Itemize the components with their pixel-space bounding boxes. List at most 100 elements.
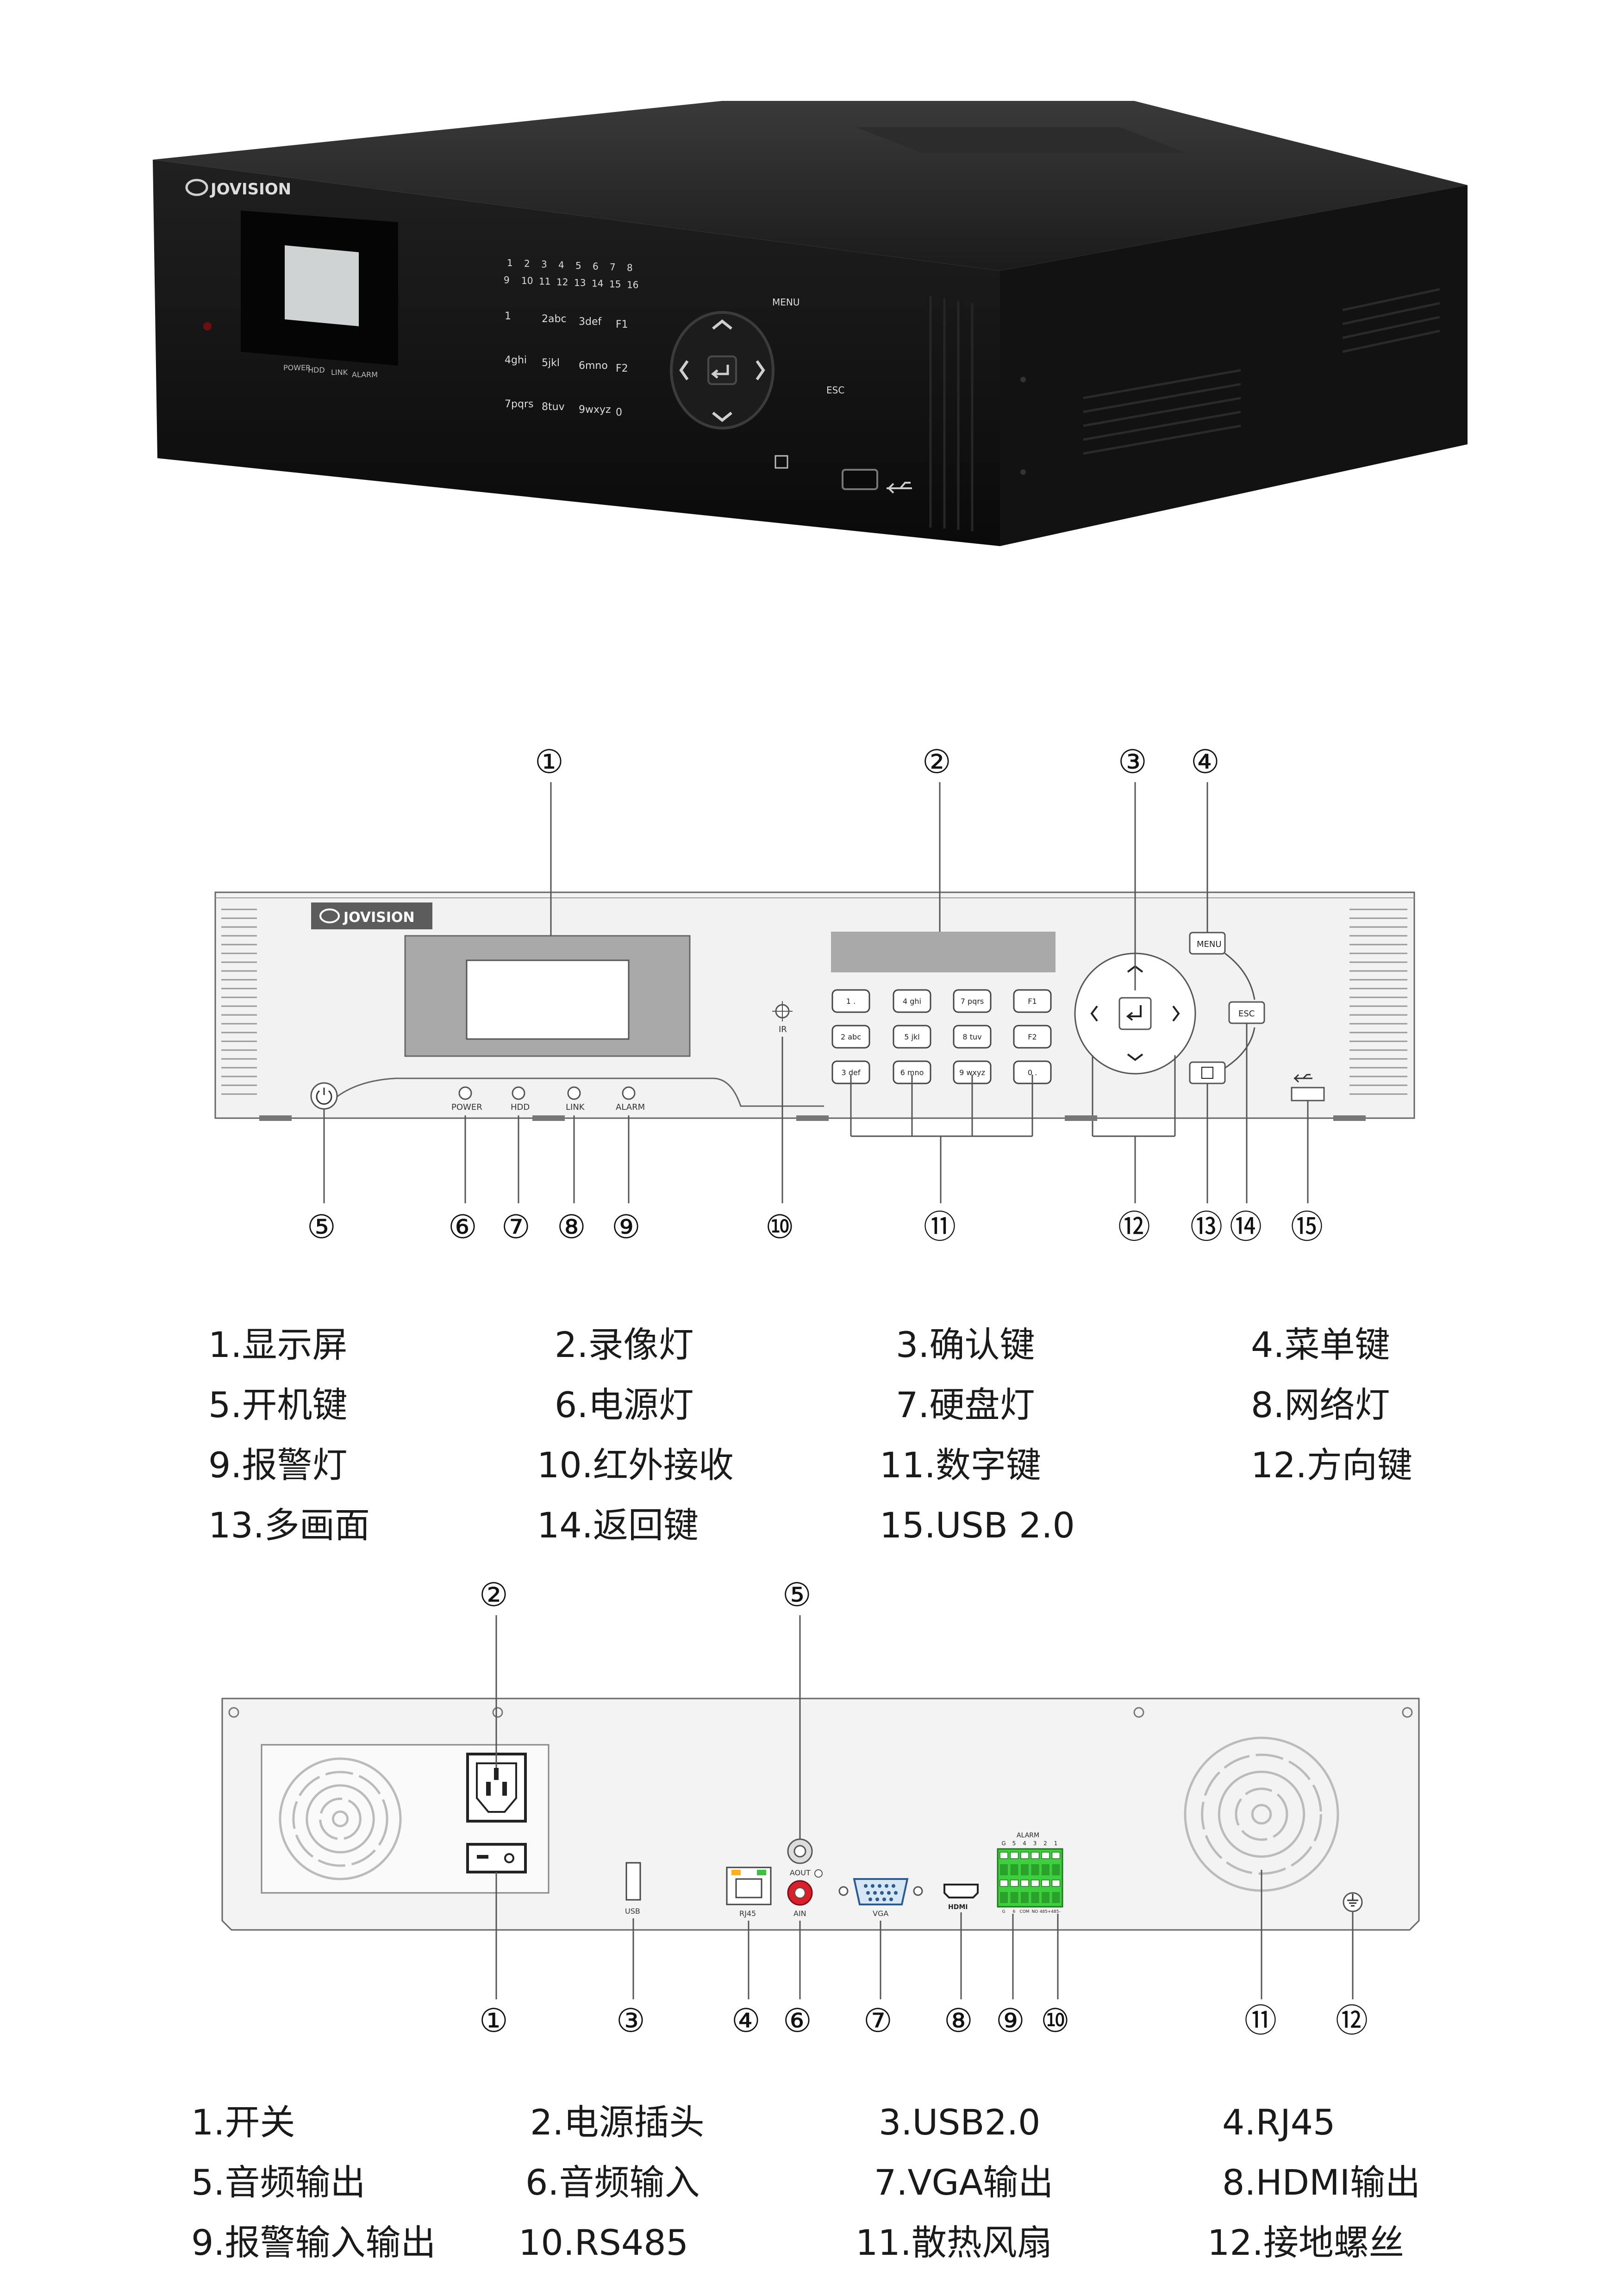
photo-lcd-screen — [285, 245, 359, 326]
keypad-label: 1 — [505, 311, 511, 322]
photo-esc-label: ESC — [826, 385, 844, 396]
channel-number: 5 — [575, 260, 581, 271]
alarm-pin-label: 6 — [1013, 1910, 1016, 1914]
svg-text:HDD: HDD — [308, 366, 325, 374]
rear-legend-item: 1.开关 — [191, 2102, 295, 2143]
keypad-key-label: 2 abc — [841, 1033, 861, 1041]
photo-indicator-labels: POWER HDD LINK ALARM — [283, 363, 378, 379]
front-legend-item: 5.开机键 — [208, 1384, 348, 1425]
keypad-label: 2abc — [542, 313, 567, 325]
svg-text:USB: USB — [625, 1907, 640, 1916]
svg-text:ALARM: ALARM — [616, 1102, 645, 1112]
alarm-pin-label: 485+ — [1040, 1910, 1051, 1914]
rear-legend-item: 3.USB2.0 — [879, 2102, 1041, 2143]
channel-number: 15 — [609, 279, 621, 290]
keypad-label: 9wxyz — [579, 404, 611, 416]
keypad-key — [953, 989, 992, 1013]
screw-icon — [1020, 469, 1026, 475]
keypad-key — [953, 1025, 992, 1049]
channel-number: 13 — [574, 277, 586, 288]
rear-legend-item: 2.电源插头 — [530, 2102, 705, 2143]
front-legend-item: 4.菜单键 — [1251, 1324, 1390, 1365]
front-usb-port — [1291, 1087, 1325, 1101]
alarm-pin-label: 2 — [1043, 1840, 1047, 1847]
keypad-key-label: 0 . — [1028, 1068, 1037, 1077]
svg-text:④: ④ — [731, 2002, 761, 2040]
alarm-pin-label: 4 — [1023, 1840, 1026, 1847]
alarm-pin-label: 1 — [1054, 1840, 1058, 1847]
front-legend-item: 12.方向键 — [1251, 1444, 1412, 1486]
svg-text:⑨: ⑨ — [996, 2002, 1025, 2040]
svg-text:HDMI: HDMI — [948, 1904, 968, 1911]
channel-number: 6 — [593, 261, 599, 272]
rear-legend-item: 11.散热风扇 — [856, 2222, 1052, 2263]
photo-usb-port — [842, 469, 878, 490]
front-feet — [259, 1115, 1366, 1121]
rear-legend-item: 8.HDMI输出 — [1222, 2162, 1421, 2203]
rear-legend-item: 9.报警输入输出 — [191, 2222, 436, 2263]
svg-text:⑤: ⑤ — [782, 1576, 812, 1614]
svg-text:AIN: AIN — [793, 1909, 806, 1918]
keypad-key — [1013, 989, 1052, 1013]
svg-text:⑦: ⑦ — [501, 1208, 531, 1246]
keypad-label: 8tuv — [542, 401, 565, 413]
front-legend-item: 11.数字键 — [880, 1444, 1041, 1486]
alarm-pin-label: COM — [1019, 1910, 1029, 1914]
channel-number: 16 — [627, 280, 638, 291]
keypad-key-label: F1 — [1028, 997, 1037, 1006]
keypad-key-label: 9 wxyz — [959, 1068, 985, 1077]
svg-text:MENU: MENU — [1197, 940, 1222, 949]
power-icon — [316, 1088, 332, 1105]
alarm-pin-label: G — [1002, 1910, 1006, 1914]
svg-text:②: ② — [479, 1576, 508, 1614]
svg-text:⑧: ⑧ — [944, 2002, 973, 2040]
keypad-key-label: 3 def — [842, 1068, 861, 1077]
keypad-key-label: 6 mno — [900, 1068, 924, 1077]
photo-brand-logo: JOVISION — [185, 179, 291, 199]
svg-text:⑪: ⑪ — [1244, 2002, 1277, 2040]
svg-text:⑩: ⑩ — [765, 1208, 794, 1246]
front-legend-item: 14.返回键 — [537, 1505, 699, 1546]
rear-legend-item: 4.RJ45 — [1222, 2102, 1336, 2143]
keypad-label: 4ghi — [505, 355, 527, 366]
keypad-leader-lines — [850, 1075, 1033, 1203]
front-brand-text: JOVISION — [343, 909, 415, 926]
usb-icon — [1293, 1074, 1312, 1083]
front-indicators: POWER HDD LINK ALARM — [451, 1086, 645, 1203]
channel-number: 14 — [592, 278, 603, 289]
keypad-key — [831, 1025, 870, 1049]
keypad-key — [893, 989, 931, 1013]
alarm-pin-label: 3 — [1033, 1840, 1037, 1847]
chevron-down-icon — [1127, 1053, 1143, 1061]
front-legend-item: 7.硬盘灯 — [896, 1384, 1035, 1425]
front-legend-item: 13.多画面 — [208, 1505, 370, 1546]
svg-text:⑩: ⑩ — [1041, 2002, 1070, 2040]
keypad-label: F2 — [616, 363, 628, 374]
front-panel-left-vents — [221, 908, 257, 1095]
front-brand-badge — [311, 902, 432, 929]
ir-label: IR — [779, 1025, 787, 1034]
alarm-pin-label: G — [1001, 1840, 1006, 1847]
rear-screws — [228, 1707, 1413, 1718]
rear-callouts-top: ② ⑤ — [479, 1576, 812, 1614]
front-vents — [929, 296, 974, 531]
svg-text:⑮: ⑮ — [1291, 1208, 1323, 1246]
svg-text:⑫: ⑫ — [1118, 1208, 1150, 1246]
front-legend-item: 9.报警灯 — [208, 1444, 348, 1486]
hdmi-port — [943, 1884, 979, 1898]
keypad-label: 3def — [579, 316, 602, 328]
svg-text:LINK: LINK — [566, 1102, 585, 1112]
channel-number: 1 — [507, 257, 513, 268]
svg-text:⑤: ⑤ — [307, 1208, 336, 1246]
front-legend-item: 6.电源灯 — [555, 1384, 694, 1425]
svg-text:AOUT: AOUT — [790, 1868, 811, 1877]
keypad-label: 7pqrs — [505, 398, 533, 410]
power-button — [310, 1082, 338, 1110]
channel-number: 3 — [541, 259, 547, 270]
front-legend-item: 1.显示屏 — [208, 1324, 348, 1365]
rear-legend-item: 10.RS485 — [518, 2222, 688, 2263]
